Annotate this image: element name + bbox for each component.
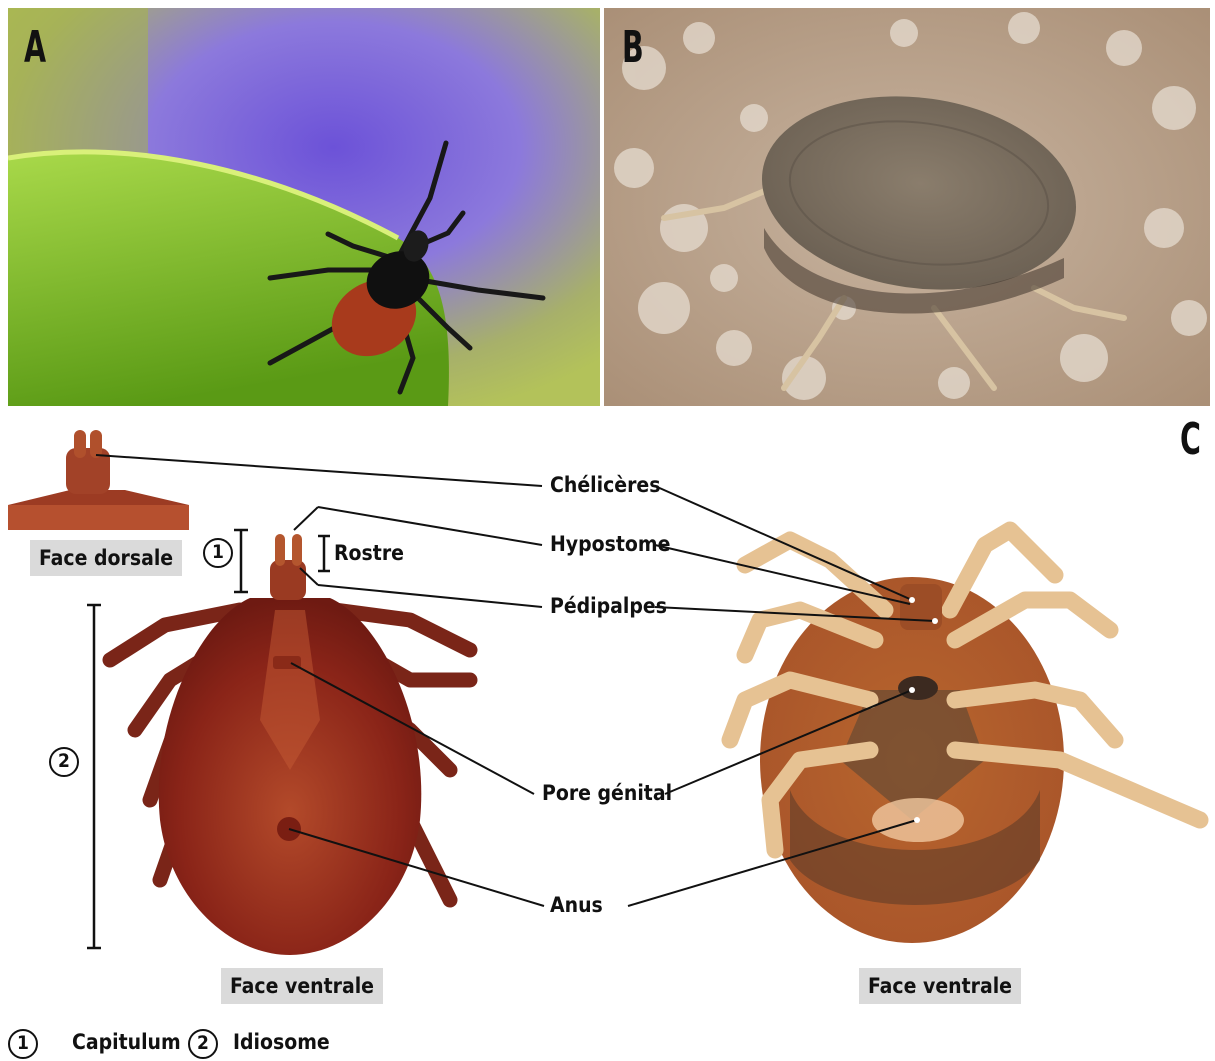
label-chelicere: Chélicères [550,473,660,497]
legend-capitulum-marker: 1 [8,1029,38,1059]
idiosome-marker: 2 [49,747,79,777]
dorsal-capitulum-image [8,430,189,530]
label-hypostome: Hypostome [550,532,670,556]
leader-pedipalpes-hard-b [318,585,542,607]
leader-chelicere-soft [655,486,912,600]
rostre-bracket [318,536,330,571]
hard-tick-ventral-image [110,534,470,955]
label-rostre: Rostre [334,541,404,565]
legend-capitulum-label: Capitulum [72,1030,181,1054]
leader-chelicere-dorsal [96,455,542,486]
legend-idiosome-label: Idiosome [233,1030,330,1054]
label-anus: Anus [550,893,603,917]
legend-idiosome-marker: 2 [188,1029,218,1059]
label-pedipalpes: Pédipalpes [550,594,667,618]
caption-face-ventrale-left: Face ventrale [221,968,383,1004]
capitulum-bracket [234,530,248,592]
caption-face-ventrale-right: Face ventrale [859,968,1021,1004]
caption-face-dorsale: Face dorsale [30,540,182,576]
label-pore-genital: Pore génital [542,781,672,805]
idiosome-bracket [87,605,101,948]
capitulum-marker: 1 [203,538,233,568]
leader-hypostome-hard-a [294,507,318,530]
leader-hypostome-hard-b [318,507,542,545]
